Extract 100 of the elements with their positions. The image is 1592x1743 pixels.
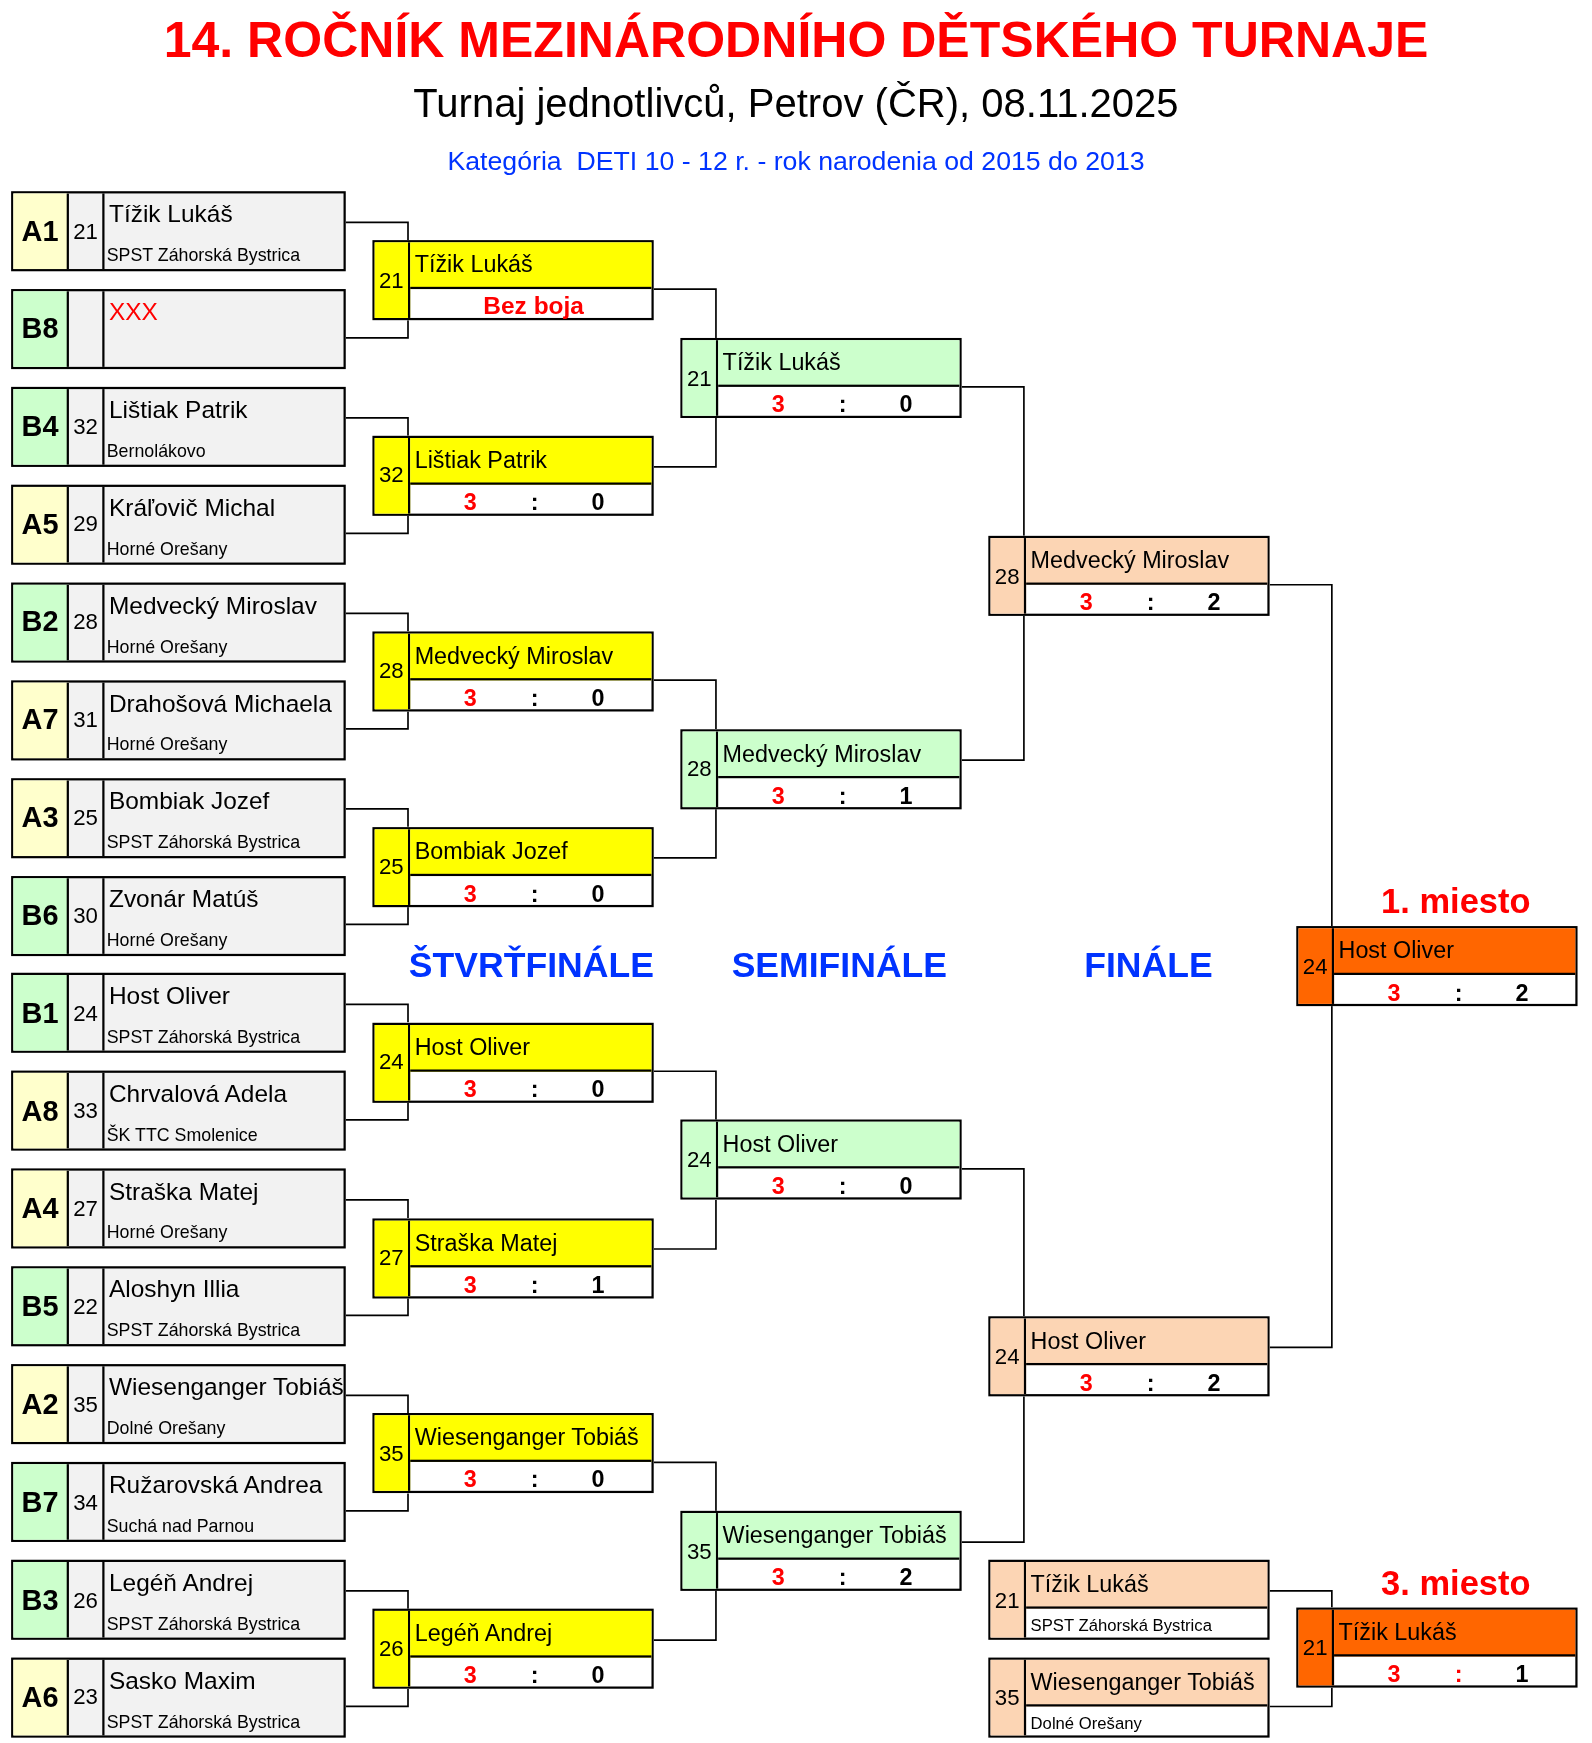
place-heading: 3. miesto xyxy=(1381,1565,1531,1601)
player-number: 32 xyxy=(68,388,105,465)
bracket-line xyxy=(960,386,1025,537)
round-heading: SEMIFINÁLE xyxy=(731,947,948,983)
bracket-line xyxy=(1268,583,1333,927)
player-name: Medvecký Miroslav xyxy=(718,731,960,778)
club-name: ŠK TTC Smolenice xyxy=(106,1126,258,1145)
score-separator: : xyxy=(838,1565,847,1589)
score-value: 1 xyxy=(899,783,913,807)
player-number: 35 xyxy=(682,1513,719,1589)
player-name: Medvecký Miroslav xyxy=(410,633,652,681)
bracket-line xyxy=(652,808,717,859)
score-separator: : xyxy=(530,1467,539,1492)
subtitle: Turnaj jednotlivců, Petrov (ČR), 08.11.2025 xyxy=(413,83,1179,124)
player-number: 21 xyxy=(682,340,719,416)
player-card xyxy=(11,582,346,663)
seed-label: A6 xyxy=(13,1659,69,1736)
score-value: 3 xyxy=(771,1174,785,1198)
seed-label: A2 xyxy=(13,1366,69,1443)
player-name: Host Oliver xyxy=(718,1122,960,1169)
player-number: 23 xyxy=(68,1659,105,1736)
player-number: 32 xyxy=(374,437,411,514)
player-number: 24 xyxy=(990,1318,1027,1395)
club-name: Suchá nad Parnou xyxy=(106,1517,255,1536)
seed-label: B1 xyxy=(13,975,69,1052)
round-heading: FINÁLE xyxy=(1084,947,1213,983)
round-heading: ŠTVRŤFINÁLE xyxy=(408,947,654,983)
score-value: 0 xyxy=(591,1663,605,1687)
score-separator: : xyxy=(530,685,539,710)
score-value: 3 xyxy=(1387,1662,1401,1686)
score-separator: : xyxy=(530,881,539,905)
club-name: SPST Záhorská Bystrica xyxy=(106,1615,301,1634)
player-name: Tížik Lukáš xyxy=(718,340,960,387)
club-name: SPST Záhorská Bystrica xyxy=(1030,1616,1212,1634)
seed-label: A3 xyxy=(13,779,69,856)
score-separator: : xyxy=(530,1663,539,1687)
score-value: 1 xyxy=(1515,1662,1529,1686)
seed-label: B5 xyxy=(13,1268,69,1345)
score-value: 0 xyxy=(899,1174,913,1198)
player-number: 33 xyxy=(68,1073,105,1149)
player-card xyxy=(11,973,346,1054)
player-card xyxy=(11,1462,346,1543)
seed-label: A5 xyxy=(13,486,69,563)
place-heading: 1. miesto xyxy=(1381,884,1531,919)
match-result-card xyxy=(680,337,962,418)
player-card xyxy=(11,288,346,369)
club-name: Dolné Orešany xyxy=(106,1419,226,1438)
score-value: 0 xyxy=(591,1076,605,1101)
score-value: 3 xyxy=(463,490,477,514)
score-value: 2 xyxy=(1207,1370,1221,1395)
player-name: Legéň Andrej xyxy=(410,1611,652,1658)
player-card xyxy=(11,680,346,760)
club-name: SPST Záhorská Bystrica xyxy=(106,1713,301,1731)
player-number: 21 xyxy=(68,193,105,270)
player-name: Aloshyn Illia xyxy=(108,1277,240,1303)
bracket-line xyxy=(344,319,409,339)
player-name: Host Oliver xyxy=(1334,928,1576,975)
score-value: 1 xyxy=(591,1272,605,1296)
club-name: SPST Záhorská Bystrica xyxy=(106,1028,301,1047)
player-name: Straška Matej xyxy=(410,1220,652,1267)
match-result-card xyxy=(680,1119,962,1200)
bracket-line xyxy=(344,417,409,437)
player-number: 29 xyxy=(68,486,105,563)
seed-label: A4 xyxy=(13,1171,69,1247)
seed-label: B6 xyxy=(13,877,69,954)
score-value: 3 xyxy=(463,1272,477,1296)
walkover-note: Bez boja xyxy=(483,293,584,318)
bracket-line xyxy=(1268,1686,1333,1708)
seed-label: A7 xyxy=(13,682,69,758)
club-name: Horné Orešany xyxy=(106,735,228,754)
player-name: Lištiak Patrik xyxy=(410,437,652,485)
score-separator: : xyxy=(838,1174,847,1198)
player-card xyxy=(11,386,346,467)
score-value: 3 xyxy=(463,1663,477,1687)
player-card xyxy=(11,484,346,565)
score-separator: : xyxy=(1146,590,1155,614)
seed-label: A1 xyxy=(13,193,69,270)
seed-label: B7 xyxy=(13,1464,69,1540)
club-name: Horné Orešany xyxy=(106,540,228,558)
player-card xyxy=(11,1266,346,1347)
player-number: 34 xyxy=(68,1464,105,1540)
bracket-line xyxy=(344,612,409,633)
player-card xyxy=(11,1168,346,1249)
bracket-line xyxy=(1268,1005,1333,1349)
bracket-line xyxy=(652,1199,717,1250)
player-name: Host Oliver xyxy=(108,984,230,1009)
bracket-line xyxy=(344,1101,409,1121)
bracket-line xyxy=(652,1461,717,1512)
player-number: 28 xyxy=(374,633,411,710)
player-name: Wiesenganger Tobiáš xyxy=(108,1375,344,1400)
player-number: 27 xyxy=(68,1171,105,1247)
score-value: 3 xyxy=(463,1467,477,1492)
player-number: 25 xyxy=(374,829,411,905)
seed-label: B2 xyxy=(13,584,69,661)
match-result-card xyxy=(680,728,962,809)
bracket-line xyxy=(344,710,409,730)
player-number: 22 xyxy=(68,1268,105,1345)
player-number: 35 xyxy=(374,1415,411,1492)
player-number: 35 xyxy=(68,1366,105,1443)
player-name: Wiesenganger Tobiáš xyxy=(1026,1659,1268,1707)
